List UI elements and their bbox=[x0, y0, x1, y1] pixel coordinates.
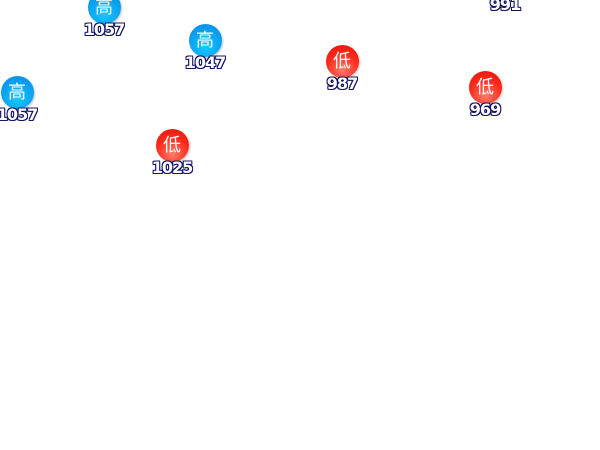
high-pressure-icon: 高 bbox=[0, 76, 34, 109]
pressure-marker-low[interactable]: 低 969 bbox=[455, 71, 515, 119]
pressure-value: 1057 bbox=[83, 20, 126, 39]
pressure-marker-low[interactable]: 低 1025 bbox=[142, 129, 202, 177]
low-pressure-icon: 低 bbox=[325, 45, 359, 78]
pressure-value: 969 bbox=[469, 100, 501, 119]
pressure-value: 1025 bbox=[151, 158, 194, 177]
pressure-marker-high[interactable]: 高 1057 bbox=[0, 76, 47, 124]
low-pressure-icon: 低 bbox=[155, 129, 189, 162]
pressure-value: 991 bbox=[489, 0, 521, 14]
pressure-marker-low[interactable]: 低 991 bbox=[475, 0, 535, 14]
pressure-value: 1057 bbox=[0, 105, 38, 124]
pressure-value: 987 bbox=[326, 74, 358, 93]
pressure-value: 1047 bbox=[184, 53, 227, 72]
pressure-marker-high[interactable]: 高 1047 bbox=[175, 24, 235, 72]
low-pressure-icon: 低 bbox=[468, 71, 502, 104]
high-pressure-icon: 高 bbox=[87, 0, 121, 24]
high-pressure-icon: 高 bbox=[188, 24, 222, 57]
pressure-marker-high[interactable]: 高 1057 bbox=[74, 0, 134, 39]
pressure-marker-low[interactable]: 低 987 bbox=[312, 45, 372, 93]
